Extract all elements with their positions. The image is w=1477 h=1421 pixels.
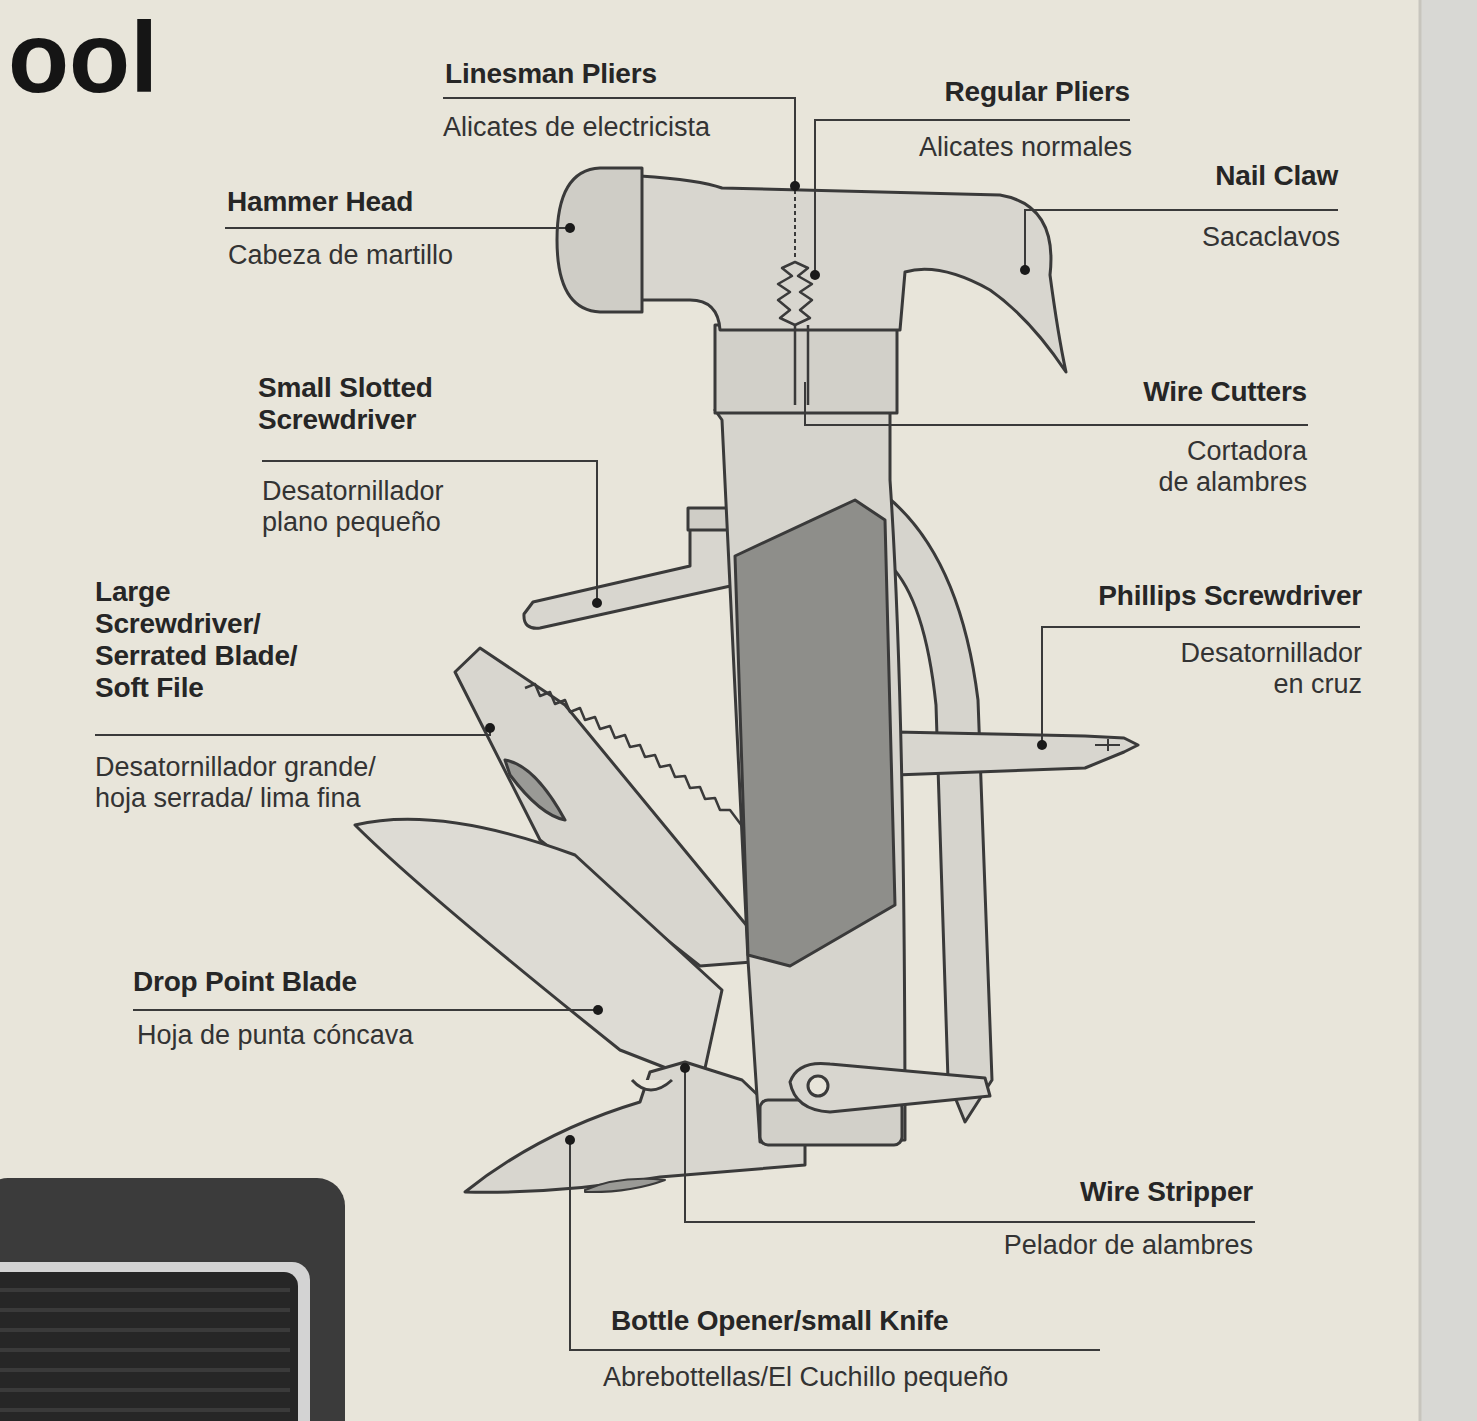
part-label: Hammer Head	[227, 186, 413, 218]
hammer-head-body	[640, 176, 1066, 372]
bottle-opener-knife	[465, 1062, 805, 1192]
part-label: Bottle Opener/small Knife	[611, 1305, 948, 1337]
part-label-spanish: Hoja de punta cóncava	[137, 1020, 413, 1051]
part-label-spanish: Sacaclavos	[1202, 222, 1340, 253]
leader-dot	[485, 723, 495, 733]
leader-dot	[680, 1063, 690, 1073]
part-label-spanish: Alicates de electricista	[443, 112, 710, 143]
part-label: Linesman Pliers	[445, 58, 657, 90]
leader-line	[133, 1009, 598, 1011]
handle	[715, 410, 905, 1142]
package-corner	[0, 1178, 345, 1421]
knife-nick	[585, 1179, 665, 1192]
phillips-screwdriver	[895, 732, 1138, 775]
jaw-line	[794, 190, 796, 260]
part-label: Wire Cutters	[1143, 376, 1307, 408]
part-label-spanish: Desatornillador grande/ hoja serrada/ li…	[95, 752, 385, 814]
part-label-spanish: Pelador de alambres	[1004, 1230, 1253, 1261]
part-label: Drop Point Blade	[133, 966, 357, 998]
package-window	[0, 1262, 310, 1421]
plier-jaw	[778, 262, 812, 325]
part-label-spanish: Desatornillador plano pequeño	[262, 476, 497, 538]
leader-dot	[592, 598, 602, 608]
leader-dot	[565, 1135, 575, 1145]
part-label-spanish: Abrebottellas/El Cuchillo pequeño	[603, 1362, 1008, 1393]
leader-line	[685, 1068, 1255, 1222]
lock-lever	[790, 1063, 990, 1112]
wire-cutter-gap	[795, 325, 808, 405]
blade-nail-nick	[505, 760, 565, 820]
leader-dot	[565, 223, 575, 233]
hammer-face	[557, 168, 642, 312]
part-label: Large Screwdriver/ Serrated Blade/ Soft …	[95, 576, 325, 704]
grip	[735, 500, 895, 966]
part-label-spanish: Desatornillador en cruz	[1162, 638, 1362, 700]
bottle-opener-notch	[632, 1080, 672, 1090]
slotted-screwdriver	[524, 508, 735, 628]
package-frame	[0, 1178, 345, 1421]
card-edge	[1420, 0, 1477, 1421]
part-label: Nail Claw	[1215, 160, 1338, 192]
part-label-spanish: Cabeza de martillo	[228, 240, 453, 271]
leader-lines	[95, 98, 1360, 1350]
leader-dot	[790, 181, 800, 191]
leader-dot	[1037, 740, 1047, 750]
tool-drawing	[355, 168, 1138, 1192]
leader-dots	[485, 181, 1047, 1145]
leader-line	[225, 227, 570, 229]
part-label: Regular Pliers	[944, 76, 1130, 108]
leader-dot	[810, 270, 820, 280]
leader-line	[262, 461, 597, 603]
part-label-spanish: Cortadora de alambres	[1153, 436, 1307, 498]
package-fabric	[0, 1272, 298, 1421]
part-label-spanish: Alicates normales	[919, 132, 1132, 163]
part-label: Phillips Screwdriver	[1098, 580, 1362, 612]
leader-dot	[593, 1005, 603, 1015]
part-label: Wire Stripper	[1080, 1176, 1253, 1208]
phillips-tip	[1095, 739, 1120, 751]
card-edge-line	[1419, 0, 1422, 1421]
leader-dot	[1020, 265, 1030, 275]
lever-pivot	[808, 1076, 828, 1096]
title: ool	[8, 2, 158, 112]
part-label: Small Slotted Screwdriver	[258, 372, 488, 436]
leader-line	[95, 728, 490, 735]
package-texture	[0, 1290, 290, 1410]
leader-line	[443, 98, 795, 185]
